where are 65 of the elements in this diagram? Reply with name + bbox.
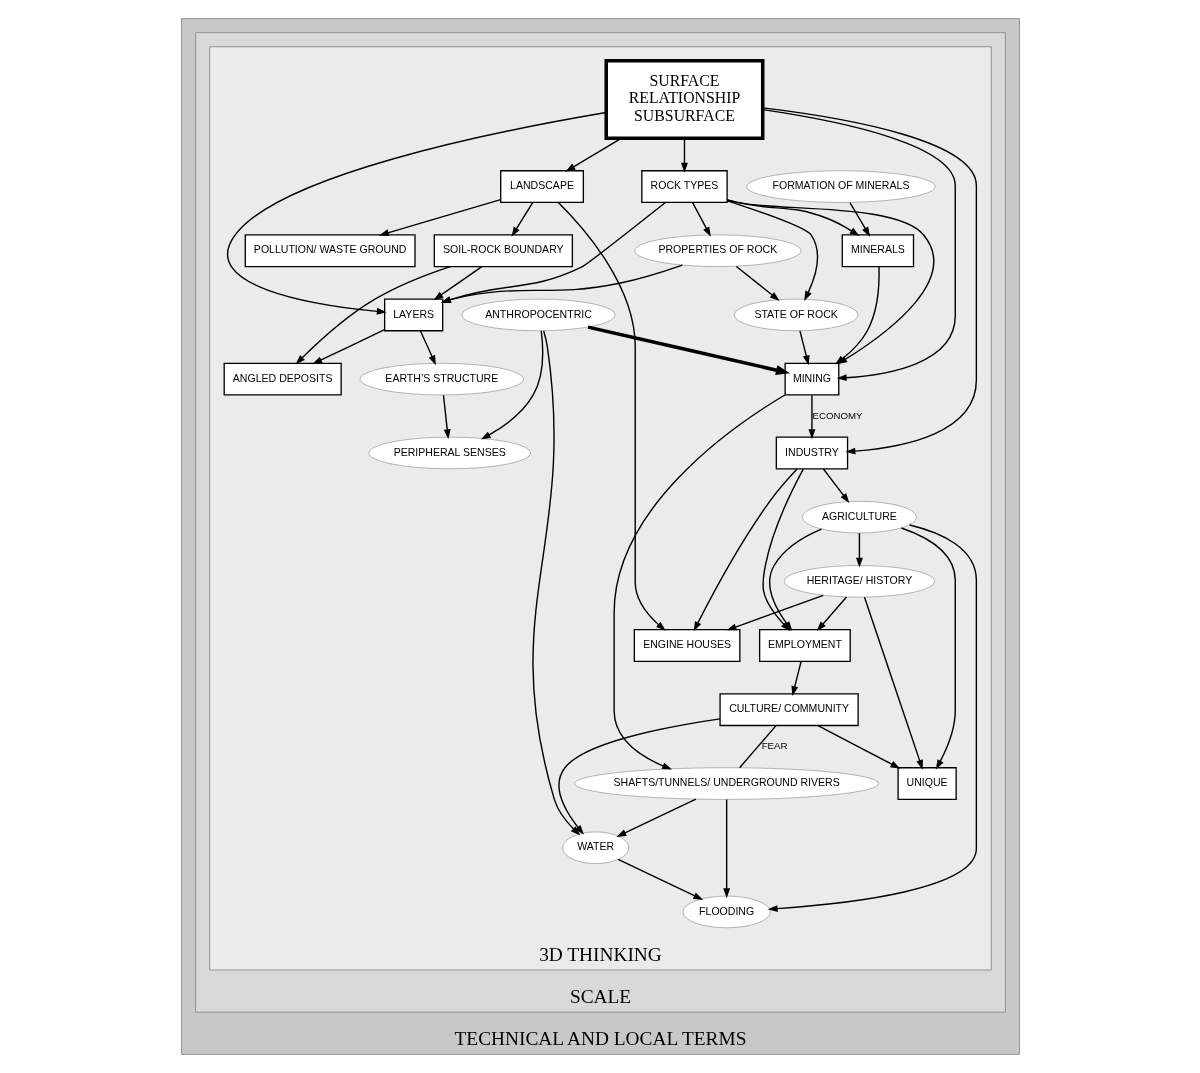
- arrow: [726, 199, 860, 237]
- node-ellipse: FORMATION OF MINERALS: [745, 170, 935, 203]
- arrow: [761, 107, 977, 455]
- node-ellipse: PERIPHERAL SENSES: [368, 436, 531, 470]
- node-ellipse: HERITAGE/ HISTORY: [783, 565, 935, 598]
- arrow: [900, 527, 956, 770]
- node-box: INDUSTRY: [775, 436, 848, 470]
- arrow: [816, 725, 900, 769]
- node-box: POLLUTION/ WASTE GROUND: [244, 234, 416, 268]
- arrow: [615, 798, 697, 837]
- arrow: [790, 660, 802, 696]
- arrow: [557, 201, 666, 631]
- arrow: [680, 137, 688, 173]
- arrow: [798, 330, 810, 366]
- node-box: UNIQUE: [896, 767, 957, 801]
- node-ellipse: ANTHROPOCENTRIC: [460, 298, 616, 332]
- node-box: EMPLOYMENT: [758, 629, 851, 662]
- node-ellipse: SHAFTS/TUNNELS/ UNDERGROUND RIVERS: [573, 767, 879, 800]
- arrow: [295, 265, 451, 365]
- arrow: [378, 198, 501, 236]
- arrow: [612, 394, 786, 770]
- arrow: [808, 394, 815, 440]
- edge-label: FEAR: [761, 740, 787, 752]
- arrow: [531, 330, 580, 836]
- arrow: [480, 330, 543, 440]
- node-box: MINING: [784, 362, 839, 396]
- arrow: [419, 330, 436, 366]
- arrow: [735, 265, 780, 301]
- arrow: [863, 596, 923, 770]
- arrow: [565, 137, 622, 172]
- node-ellipse: EARTH’S STRUCTURE: [359, 363, 524, 396]
- node-box: CULTURE/ COMMUNITY: [718, 693, 859, 727]
- node-box: ENGINE HOUSES: [633, 629, 740, 662]
- node-ellipse: STATE OF ROCK: [733, 298, 858, 332]
- arrow: [442, 394, 451, 440]
- arrow: [761, 108, 956, 382]
- node-box: MINERALS: [841, 234, 914, 268]
- arrow: [816, 596, 847, 632]
- node-box: SOIL-ROCK BOUNDARY: [433, 234, 573, 268]
- arrow: [767, 524, 977, 913]
- arrow: [558, 718, 721, 835]
- arrow: [726, 200, 818, 301]
- arrow: [440, 264, 683, 303]
- connector: [738, 725, 777, 769]
- arrow: [226, 111, 607, 315]
- arrow: [822, 468, 849, 503]
- arrow: [587, 325, 790, 375]
- arrow: [311, 328, 385, 365]
- arrow: [433, 265, 483, 301]
- arrow: [848, 201, 870, 237]
- node-ellipse: FLOODING: [682, 895, 771, 928]
- arrow: [691, 201, 711, 237]
- arrow: [440, 201, 666, 303]
- node-box: LAYERS: [383, 298, 443, 332]
- arrow: [722, 798, 730, 899]
- arrow: [616, 858, 703, 900]
- node-box: ROCK TYPES: [640, 170, 728, 204]
- node-ellipse: PROPERTIES OF ROCK: [633, 234, 801, 267]
- edge-label: ECONOMY: [812, 409, 862, 421]
- arrow: [855, 532, 863, 568]
- node-box: LANDSCAPE: [499, 170, 584, 204]
- node-box: ANGLED DEPOSITS: [223, 362, 342, 396]
- node-ellipse: AGRICULTURE: [801, 501, 917, 534]
- node-box: SURFACE RELATIONSHIP SUBSURFACE: [603, 59, 764, 140]
- arrow: [511, 201, 533, 237]
